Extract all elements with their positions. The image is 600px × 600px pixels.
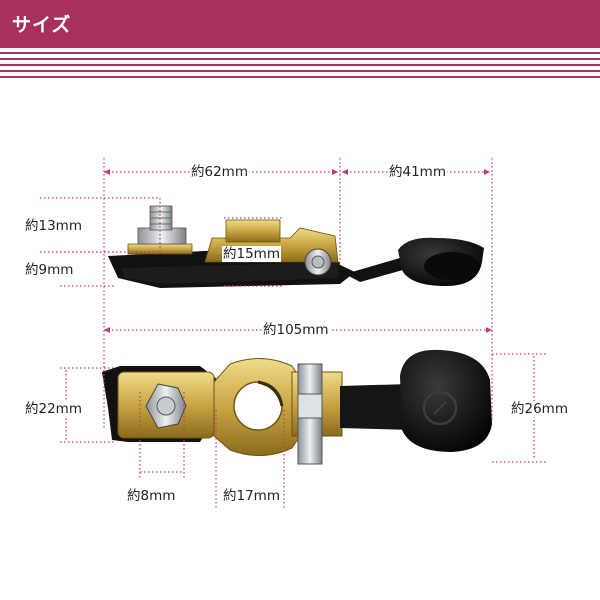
top-view-cap: [400, 349, 492, 452]
header-stripe: [0, 52, 600, 54]
side-view-terminal: [108, 205, 410, 288]
dim-label-width-62: 約62mm: [190, 164, 249, 180]
header-stripe: [0, 76, 600, 78]
header-bar: サイズ: [0, 0, 600, 48]
header-stripe: [0, 64, 600, 66]
dimension-arrows: [104, 169, 492, 333]
side-view-cap: [398, 237, 484, 286]
header-stripe: [0, 58, 600, 60]
header-stripe: [0, 70, 600, 72]
dim-label-height-9: 約9mm: [24, 262, 75, 278]
dim-label-total-105: 約105mm: [262, 322, 330, 338]
dim-label-height-26: 約26mm: [510, 401, 569, 417]
dim-label-width-41: 約41mm: [388, 164, 447, 180]
dim-label-hole-17: 約17mm: [222, 488, 281, 504]
dim-label-bolt-8: 約8mm: [126, 488, 177, 504]
dim-label-height-22: 約22mm: [24, 401, 83, 417]
page-title: サイズ: [12, 14, 72, 36]
dim-label-height-15: 約15mm: [222, 246, 281, 262]
dim-label-height-13: 約13mm: [24, 218, 83, 234]
top-view-terminal: [102, 357, 414, 465]
